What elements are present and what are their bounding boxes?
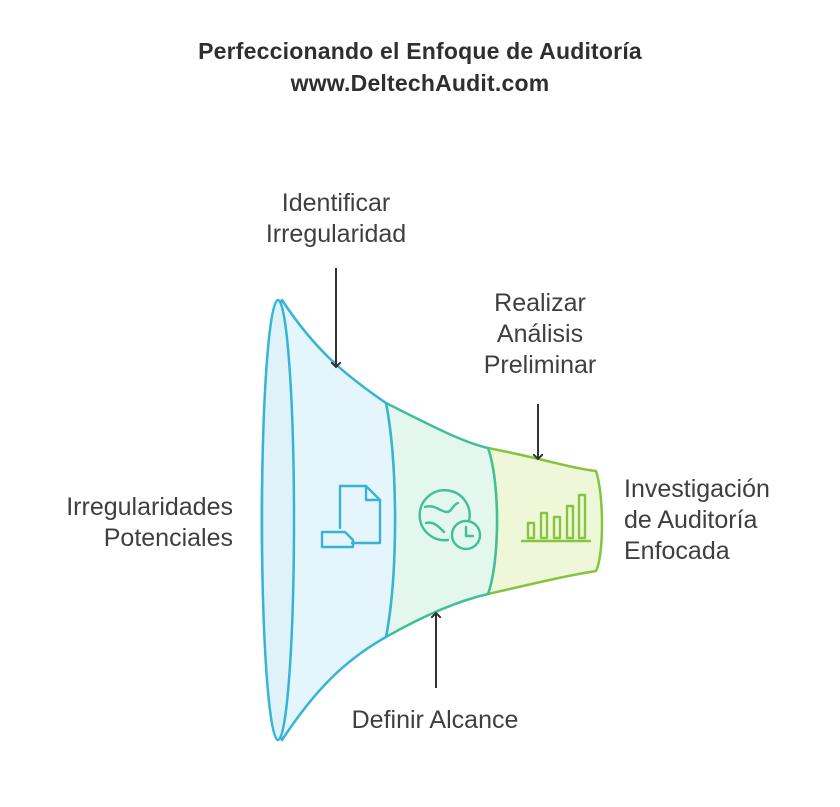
- bar-chart-icon: [520, 493, 592, 543]
- diagram-title: Perfeccionando el Enfoque de Auditoría: [198, 38, 642, 64]
- label-identify-irregularity: Identificar Irregularidad: [265, 189, 407, 248]
- funnel-stage-2: [384, 401, 499, 639]
- funnel-mouth: [260, 298, 296, 742]
- label-potential-irregularities: Irregularidades Potenciales: [66, 493, 233, 552]
- label-preliminary-analysis: Realizar Análisis Preliminar: [483, 289, 597, 379]
- globe-clock-icon: [418, 489, 482, 551]
- label-focused-investigation: Investigación de Auditoría Enfocada: [624, 475, 770, 565]
- document-icon: [320, 484, 382, 549]
- label-define-scope: Definir Alcance: [351, 706, 519, 734]
- diagram-subtitle: www.DeltechAudit.com: [290, 70, 550, 96]
